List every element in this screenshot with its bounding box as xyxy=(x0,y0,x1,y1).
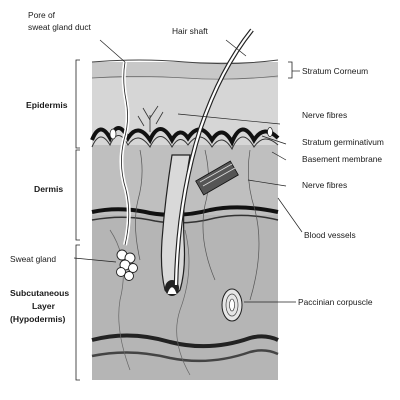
nerve-fibre-branch xyxy=(137,105,164,132)
deep-vessel-1 xyxy=(91,333,279,349)
nerve-fibre-5 xyxy=(176,229,191,376)
blood-vessel-lower xyxy=(91,214,279,224)
stratum-germinativum-leader xyxy=(261,135,287,145)
blood-vessels-leader xyxy=(277,197,303,233)
label-subcutaneous-line1: Subcutaneous xyxy=(10,288,69,298)
label-nerve-fibres-lower: Nerve fibres xyxy=(302,180,347,190)
hair-shaft-leader xyxy=(225,39,247,57)
free-nerve-ending xyxy=(267,127,273,137)
label-pacinian-corpuscle: Paccinian corpuscle xyxy=(298,297,373,307)
nerve-fibres-upper-leader xyxy=(177,113,281,125)
label-basement-membrane: Basement membrane xyxy=(302,154,382,164)
label-subcutaneous-line3: (Hypodermis) xyxy=(10,314,66,324)
label-dermis: Dermis xyxy=(34,184,63,194)
label-nerve-fibres-upper: Nerve fibres xyxy=(302,110,347,120)
stratum-germinativum-line xyxy=(90,126,280,147)
hair-shaft-highlight xyxy=(174,29,253,286)
basement-membrane-leader xyxy=(271,151,287,161)
tissue-block xyxy=(90,28,280,380)
stratum-corneum-layer xyxy=(92,62,278,78)
sweat-gland-coil xyxy=(116,249,138,281)
label-pore-line1: Pore of xyxy=(28,10,56,20)
skin-surface xyxy=(91,59,279,65)
epidermis-bracket xyxy=(75,59,80,149)
label-sweat-gland: Sweat gland xyxy=(10,254,56,264)
dermis-bracket xyxy=(75,149,80,241)
nerve-fibres-lower-leader xyxy=(247,179,287,187)
label-subcutaneous-line2: Layer xyxy=(32,301,56,311)
nerve-fibre-2 xyxy=(202,149,216,281)
label-pore-line2: sweat gland duct xyxy=(28,22,92,32)
nerve-fibre-4 xyxy=(109,229,131,371)
sweat-gland-leader xyxy=(73,257,117,263)
pore-leader xyxy=(99,39,126,63)
basement-membrane-line xyxy=(91,135,279,151)
label-blood-vessels: Blood vessels xyxy=(304,230,356,240)
hypodermis-bracket xyxy=(75,244,80,381)
corneum-bracket xyxy=(288,61,293,79)
leader-lines xyxy=(73,39,303,303)
corneum-boundary xyxy=(91,75,279,80)
hair-papilla xyxy=(166,286,178,295)
nerve-fibre-1 xyxy=(135,149,143,261)
labels: Pore of sweat gland duct Hair shaft Stra… xyxy=(10,10,384,324)
sweat-gland-duct-outline xyxy=(121,61,130,246)
meissner-corpuscle xyxy=(109,128,117,140)
deep-vessel-2 xyxy=(91,349,279,363)
label-hair-shaft: Hair shaft xyxy=(172,26,209,36)
label-epidermis: Epidermis xyxy=(26,100,68,110)
pacinian-corpuscle xyxy=(221,288,243,322)
label-stratum-corneum: Stratum Corneum xyxy=(302,66,368,76)
nerve-fibre-3 xyxy=(248,149,260,301)
layer-brackets xyxy=(75,59,293,381)
label-stratum-germinativum: Stratum germinativum xyxy=(302,137,384,147)
arrector-pili-muscle xyxy=(195,160,239,196)
